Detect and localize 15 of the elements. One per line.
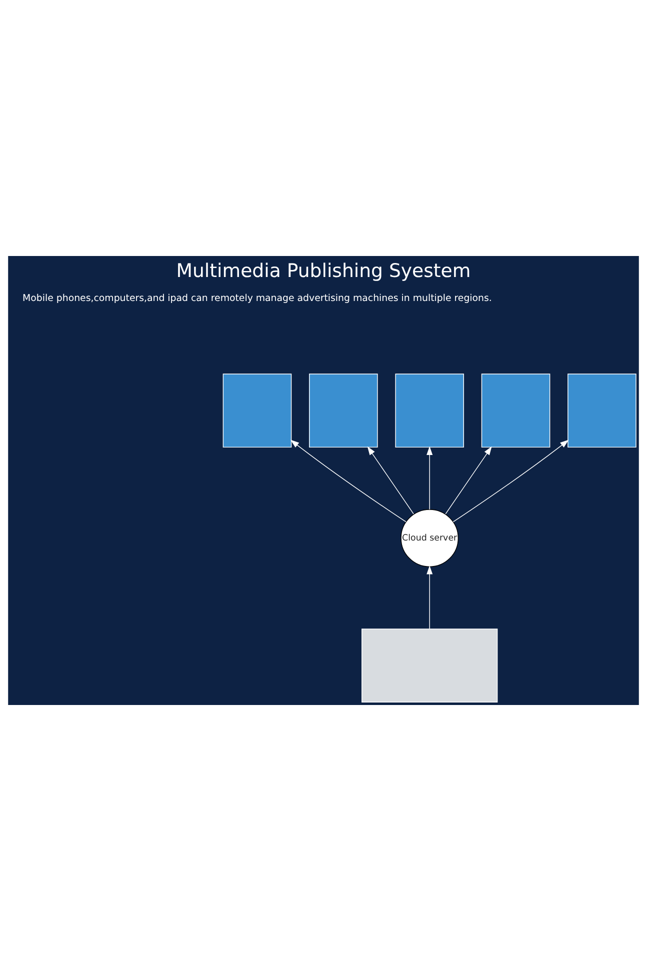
arrow xyxy=(426,565,433,629)
node-circle: Cloud server xyxy=(400,508,459,567)
arrow xyxy=(426,446,433,510)
node-box xyxy=(362,628,498,702)
arrow xyxy=(445,446,492,514)
arrow xyxy=(367,446,414,514)
arrow xyxy=(290,439,406,522)
node-box xyxy=(309,373,378,448)
node-box xyxy=(395,373,464,448)
diagram-title: Multimedia Publishing Syestem xyxy=(176,260,471,282)
node-box xyxy=(568,373,636,448)
label: Mobile phones,computers,and ipad can remotely manage advertising machines in multiple regions. xyxy=(22,292,492,304)
node-box xyxy=(222,373,292,448)
node-box xyxy=(481,373,550,448)
arrow xyxy=(452,439,569,522)
